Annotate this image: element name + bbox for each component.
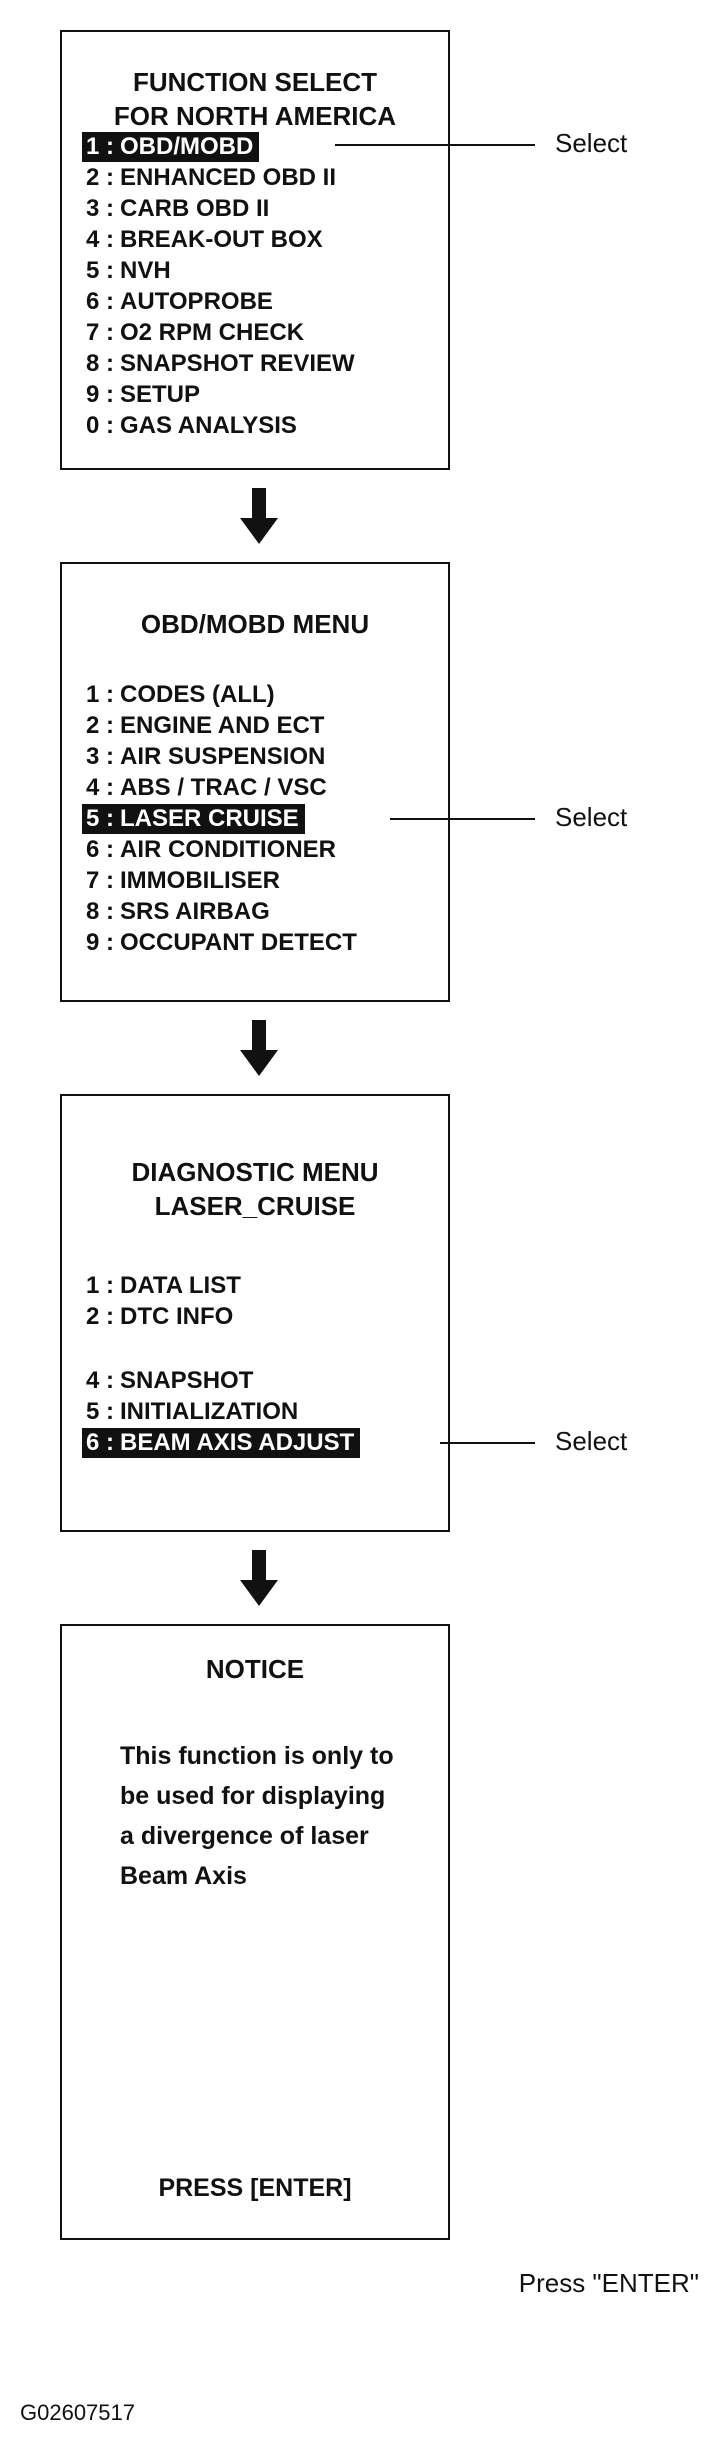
figure-id: G02607517 [20, 2400, 135, 2425]
screen-title: OBD/MOBD MENU [140, 609, 370, 639]
notice-screen: NOTICE This function is only to be used … [60, 1624, 450, 2240]
notice-body: This function is only to be used for dis… [120, 1742, 394, 1890]
screen-subtitle: FOR NORTH AMERICA [113, 101, 397, 131]
menu-item-dtc-info[interactable]: 2 :DTC INFO [86, 1303, 234, 1330]
flow-arrow-down-icon [240, 1550, 278, 1606]
menu-item-gas-analysis[interactable]: 0 :GAS ANALYSIS [86, 412, 297, 439]
menu-item-snapshot-review[interactable]: 8 :SNAPSHOT REVIEW [86, 350, 355, 377]
menu-item-obd-mobd[interactable]: 1 :OBD/MOBD [82, 132, 260, 162]
select-callout-label: Select [555, 1426, 628, 1456]
menu-item-carb-obd-ii[interactable]: 3 :CARB OBD II [86, 195, 270, 222]
menu-item-enhanced-obd-ii[interactable]: 2 :ENHANCED OBD II [86, 164, 337, 191]
menu-item-codes-all[interactable]: 1 :CODES (ALL) [86, 681, 275, 708]
menu-item-immobiliser[interactable]: 7 :IMMOBILISER [86, 867, 280, 894]
menu-item-data-list[interactable]: 1 :DATA LIST [86, 1272, 241, 1299]
menu-item-srs-airbag[interactable]: 8 :SRS AIRBAG [86, 898, 270, 925]
menu-item-air-suspension[interactable]: 3 :AIR SUSPENSION [86, 743, 326, 770]
menu-item-beam-axis-adjust[interactable]: 6 :BEAM AXIS ADJUST [82, 1428, 361, 1458]
menu-item-snapshot[interactable]: 4 :SNAPSHOT [86, 1367, 254, 1394]
menu-item-occupant-detect[interactable]: 9 :OCCUPANT DETECT [86, 929, 357, 956]
select-callout-label: Select [555, 128, 628, 158]
press-enter-prompt[interactable]: PRESS [ENTER] [158, 2174, 352, 2202]
screen-title: DIAGNOSTIC MENU [131, 1157, 379, 1187]
menu-item-autoprobe[interactable]: 6 :AUTOPROBE [86, 288, 273, 315]
select-callout-line [335, 144, 535, 146]
menu-item-engine-and-ect[interactable]: 2 :ENGINE AND ECT [86, 712, 325, 739]
press-enter-caption: Press "ENTER" [518, 2268, 699, 2298]
menu-item-nvh[interactable]: 5 :NVH [86, 257, 171, 284]
function-select-screen: FUNCTION SELECT FOR NORTH AMERICA 1 :OBD… [60, 30, 450, 470]
diagnostic-menu-screen: DIAGNOSTIC MENU LASER_CRUISE 1 :DATA LIS… [60, 1094, 450, 1532]
select-callout-line [390, 818, 535, 820]
select-callout-line [440, 1442, 535, 1444]
select-callout-label: Select [555, 802, 628, 832]
screen-subtitle: LASER_CRUISE [154, 1191, 356, 1221]
menu-item-break-out-box[interactable]: 4 :BREAK-OUT BOX [86, 226, 323, 253]
menu-item-air-conditioner[interactable]: 6 :AIR CONDITIONER [86, 836, 336, 863]
menu-item-setup[interactable]: 9 :SETUP [86, 381, 201, 408]
menu-item-abs-trac-vsc[interactable]: 4 :ABS / TRAC / VSC [86, 774, 327, 801]
menu-item-initialization[interactable]: 5 :INITIALIZATION [86, 1398, 299, 1425]
notice-title: NOTICE [205, 1654, 305, 1684]
screen-title: FUNCTION SELECT [132, 67, 378, 97]
flow-arrow-down-icon [240, 488, 278, 544]
menu-item-laser-cruise[interactable]: 5 :LASER CRUISE [82, 804, 305, 834]
menu-item-o2-rpm-check[interactable]: 7 :O2 RPM CHECK [86, 319, 305, 346]
obd-mobd-menu-screen: OBD/MOBD MENU 1 :CODES (ALL) 2 :ENGINE A… [60, 562, 450, 1002]
flow-arrow-down-icon [240, 1020, 278, 1076]
